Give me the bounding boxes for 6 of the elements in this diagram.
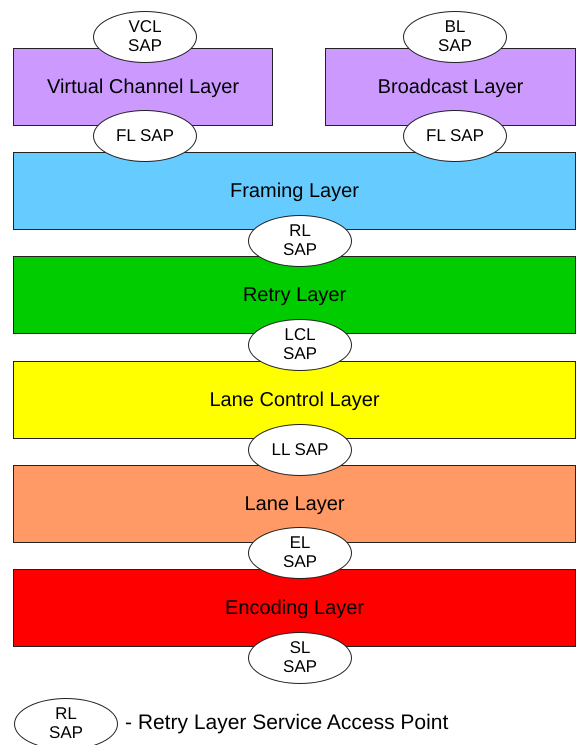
- legend-text: - Retry Layer Service Access Point: [125, 711, 448, 735]
- sap-ellipse: BL SAP: [403, 11, 507, 63]
- layer-box: Lane Control Layer: [13, 361, 576, 439]
- legend-key-ellipse: RL SAP: [14, 698, 118, 745]
- sap-ellipse: SL SAP: [248, 632, 352, 684]
- sap-ellipse: VCL SAP: [93, 11, 197, 63]
